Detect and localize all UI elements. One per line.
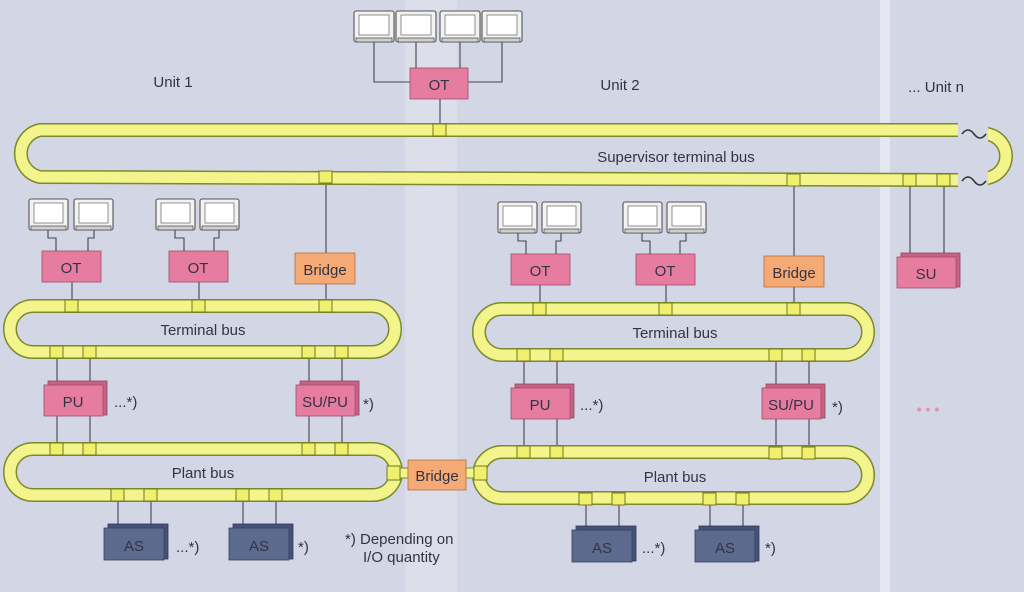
unit2-pu-note: ...*) (580, 397, 603, 414)
supervisor-bus-label: Supervisor terminal bus (597, 149, 755, 166)
monitor-icon (497, 201, 538, 234)
unit1-supu-box: SU/PU (295, 380, 360, 417)
unit1-terminal-bus-label: Terminal bus (160, 322, 245, 339)
svg-text:SU: SU (916, 266, 937, 283)
unit2-terminal-bus-label: Terminal bus (632, 325, 717, 342)
svg-text:Bridge: Bridge (415, 468, 458, 485)
monitor-icon (666, 201, 707, 234)
unit1-plant-bus-label: Plant bus (172, 465, 235, 482)
unit2-terminal-bus (472, 302, 875, 362)
monitor-icon (155, 198, 196, 231)
svg-text:AS: AS (715, 540, 735, 557)
svg-text:Bridge: Bridge (772, 265, 815, 282)
svg-text:AS: AS (124, 538, 144, 555)
unit-n-su-box: SU (896, 252, 961, 289)
unit2-as-note: ...*) (642, 540, 665, 557)
svg-text:PU: PU (530, 397, 551, 414)
top-ot-monitors (353, 10, 523, 43)
tilde-break-icon (961, 129, 987, 139)
svg-text:SU/PU: SU/PU (302, 394, 348, 411)
unit2-as-box-2: AS (694, 525, 760, 563)
unit-n-label: ... Unit n (908, 79, 964, 96)
unit2-as2-note: *) (765, 540, 776, 557)
svg-text:AS: AS (249, 538, 269, 555)
unit1-pu-note: ...*) (114, 394, 137, 411)
unit1-pu-box: PU (43, 380, 108, 417)
more-units-dots: • • • (917, 401, 940, 417)
unit1-ot-box-1: OT (41, 250, 102, 283)
svg-text:Bridge: Bridge (303, 262, 346, 279)
svg-text:OT: OT (655, 263, 676, 280)
unit2-as-box-1: AS (571, 525, 637, 563)
unit2-ot-box-2: OT (635, 253, 696, 286)
supervisor-terminal-bus (13, 118, 1013, 190)
footnote-line1: *) Depending on (345, 531, 453, 548)
unit2-plant-bus-label: Plant bus (644, 469, 707, 486)
unit2-supu-box: SU/PU (761, 383, 826, 420)
svg-text:SU/PU: SU/PU (768, 397, 814, 414)
unit2-bridge-box: Bridge (763, 255, 825, 288)
top-ot-box: OT (409, 67, 469, 100)
unit2-label: Unit 2 (600, 77, 639, 94)
unit1-supu-note: *) (363, 396, 374, 413)
svg-text:OT: OT (530, 263, 551, 280)
unit1-as2-note: *) (298, 539, 309, 556)
unit2-ot-monitors (497, 201, 707, 234)
monitor-icon (28, 198, 69, 231)
unit2-pu-box: PU (510, 383, 575, 420)
monitor-icon (622, 201, 663, 234)
unit1-ot-box-2: OT (168, 250, 229, 283)
bus-taps (49, 123, 951, 506)
svg-text:OT: OT (61, 260, 82, 277)
unit2-supu-note: *) (832, 399, 843, 416)
unit1-bridge-box: Bridge (294, 252, 356, 285)
unit1-as-box-1: AS (103, 523, 169, 561)
monitor-icon (73, 198, 114, 231)
monitor-icon (439, 10, 481, 43)
unit1-as-box-2: AS (228, 523, 294, 561)
unit2-ot-box-1: OT (510, 253, 571, 286)
svg-text:AS: AS (592, 540, 612, 557)
svg-text:OT: OT (188, 260, 209, 277)
svg-text:OT: OT (429, 77, 450, 94)
unit1-ot-monitors (28, 198, 240, 231)
monitor-icon (481, 10, 523, 43)
plant-bus-bridge-box: Bridge (407, 459, 467, 491)
unit1-as-note: ...*) (176, 539, 199, 556)
footnote-line2: I/O quantity (363, 549, 440, 566)
unit-n-separator (880, 0, 890, 592)
monitor-icon (541, 201, 582, 234)
unit1-label: Unit 1 (153, 74, 192, 91)
monitor-icon (199, 198, 240, 231)
tilde-break-icon (961, 176, 987, 186)
svg-text:PU: PU (63, 394, 84, 411)
monitor-icon (395, 10, 437, 43)
monitor-icon (353, 10, 395, 43)
